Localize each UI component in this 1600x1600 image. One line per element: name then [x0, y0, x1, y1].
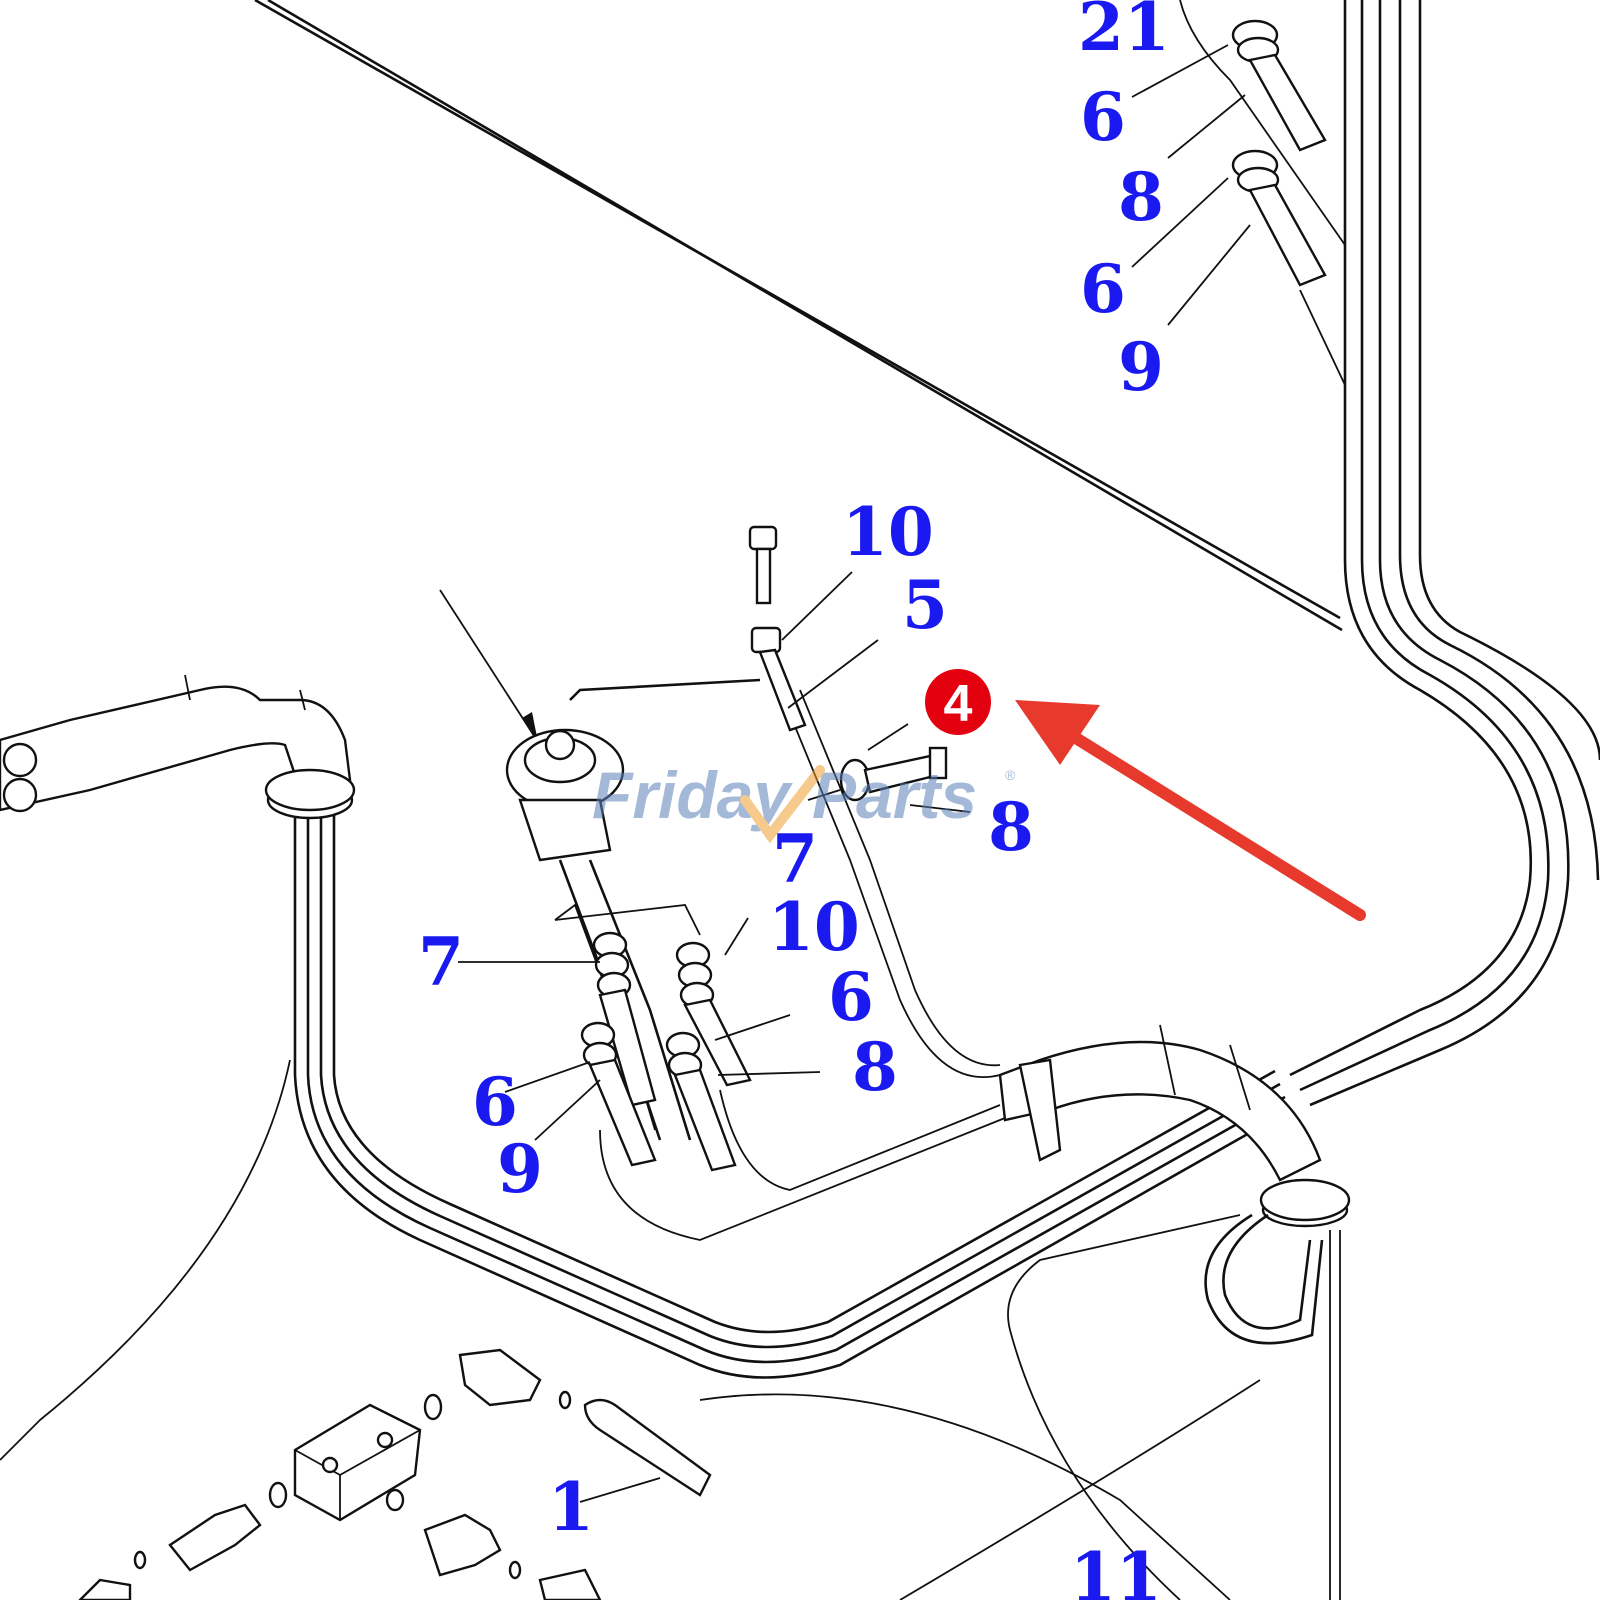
- red-circle-badge-icon[interactable]: [925, 669, 991, 735]
- right-harness-bundle: [1179, 0, 1600, 1107]
- lower-harness-loop: [0, 815, 1291, 1600]
- callout-8[interactable]: 8: [1118, 158, 1164, 236]
- hose-clamp: [998, 1024, 1322, 1182]
- sensor-assembly: [439, 589, 1081, 1241]
- callout-10[interactable]: 10: [768, 888, 860, 966]
- callout-7[interactable]: 7: [772, 820, 818, 898]
- bolt-5: [750, 626, 807, 732]
- callout-6[interactable]: 6: [1080, 78, 1126, 156]
- left-elbow-connector: [0, 674, 356, 820]
- callout-5[interactable]: 5: [902, 566, 948, 644]
- callout-6[interactable]: 6: [828, 958, 874, 1036]
- bolt-top-10: [748, 525, 778, 605]
- callouts: 21 6 8 6 9 10 5 8 7 10 7 6 8 6 9 1 11: [418, 0, 1170, 1600]
- bolt-row-left: [580, 931, 657, 1167]
- badge-label: 4: [944, 675, 973, 733]
- red-arrow-icon: [1015, 700, 1366, 921]
- watermark-word2: Parts: [812, 758, 977, 832]
- panel-edge: [254, 0, 1343, 632]
- lower-fittings: [78, 1348, 712, 1600]
- callout-9[interactable]: 9: [1118, 328, 1164, 406]
- bolt-upper-1: [1231, 19, 1327, 152]
- bolt-row-right: [665, 941, 752, 1172]
- callout-10[interactable]: 10: [842, 493, 934, 571]
- watermark-mark: ®: [1005, 767, 1016, 783]
- bolt-upper-2: [1231, 149, 1327, 287]
- callout-9[interactable]: 9: [497, 1130, 543, 1208]
- right-grommet: [1204, 1178, 1351, 1600]
- highlight: 4: [921, 665, 1366, 921]
- callout-11[interactable]: 11: [1070, 1538, 1162, 1600]
- callout-8[interactable]: 8: [988, 788, 1034, 866]
- watermark-check-icon: [740, 765, 825, 844]
- callout-21[interactable]: 21: [1078, 0, 1170, 66]
- callout-6[interactable]: 6: [1080, 250, 1126, 328]
- leader-lines: [458, 44, 1251, 1503]
- callout-1[interactable]: 1: [548, 1468, 594, 1546]
- watermark: Friday Parts ®: [592, 758, 1016, 844]
- callout-6[interactable]: 6: [472, 1063, 518, 1141]
- callout-8[interactable]: 8: [852, 1028, 898, 1106]
- upper-bolts: [1231, 19, 1327, 287]
- callout-7[interactable]: 7: [418, 923, 464, 1001]
- middle-bolts: [580, 525, 948, 1172]
- bolt-horizontal-7: [839, 746, 948, 802]
